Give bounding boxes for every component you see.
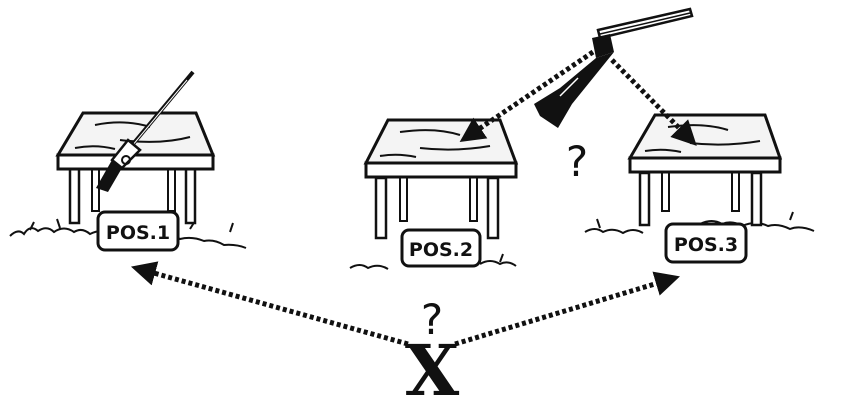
table-pos3: [585, 115, 814, 233]
shotgun-icon: [534, 9, 692, 128]
label-pos2-text: POS.2: [409, 239, 473, 261]
arrow-x-to-pos3: [455, 280, 668, 344]
arrows: [143, 52, 688, 344]
shooter-x-marker: X: [405, 329, 460, 395]
question-mark-shotgun: ?: [566, 137, 588, 186]
label-pos1-text: POS.1: [106, 222, 170, 244]
label-pos1: POS.1: [98, 212, 178, 250]
label-pos2: POS.2: [402, 230, 480, 266]
label-pos3: POS.3: [666, 224, 746, 262]
label-pos3-text: POS.3: [674, 234, 738, 256]
arrow-x-to-pos1: [143, 270, 408, 344]
